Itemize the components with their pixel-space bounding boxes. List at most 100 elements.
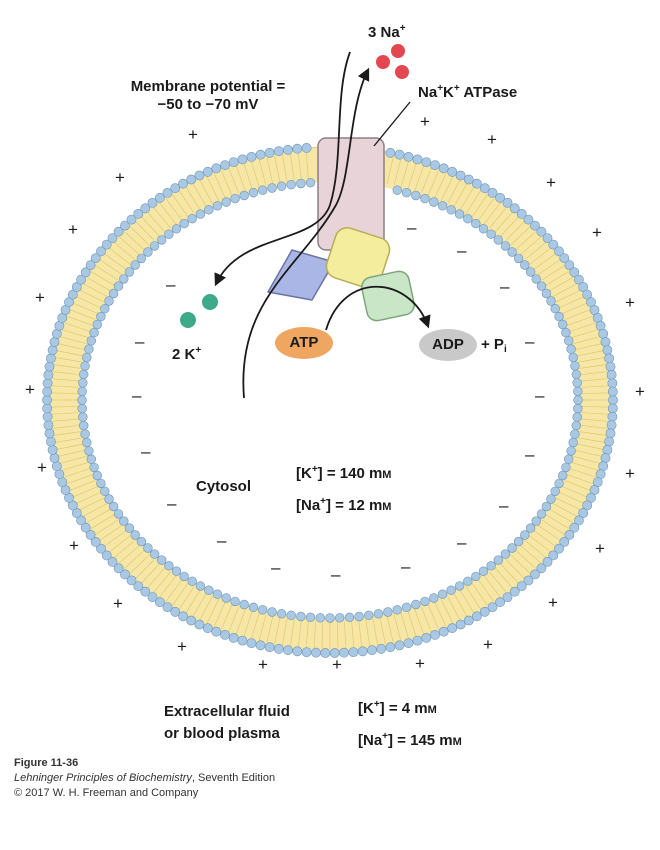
phospholipid-head [403,151,414,162]
phospholipid-head [525,523,536,533]
phospholipid-head [520,260,530,270]
phospholipid-head [178,178,188,189]
phospholipid-head [296,611,306,622]
lipid-tail [72,302,99,314]
phospholipid-head [149,549,160,559]
phospholipid-head [608,395,618,405]
lipid-tail [124,549,145,569]
phospholipid-head [77,386,87,397]
phospholipid-head [92,319,103,330]
phospholipid-head [82,437,92,448]
phospholipid-head [509,203,520,214]
phospholipid-head [554,478,564,489]
phospholipid-head [255,149,266,160]
phospholipid-head [90,537,101,547]
phosphate-text: + P [481,336,504,353]
lipid-tail [243,163,253,190]
positive-charge: + [548,593,558,612]
phospholipid-head [385,147,396,158]
positive-charge: + [37,458,47,477]
atpase-k-charge: + [453,83,460,94]
phospholipid-head [344,612,355,622]
lipid-tail [576,350,604,357]
phospholipid-head [502,197,513,208]
lipid-tail [165,579,183,602]
lipid-tail [83,503,108,517]
lipid-tail [258,614,267,641]
phospholipid-head [237,154,248,165]
phospholipid-head [162,187,173,198]
lipid-tail [421,167,432,194]
phospholipid-head [335,613,345,623]
sodium-ion [376,55,390,69]
lipid-tail [199,179,213,204]
phospholipid-head [557,319,568,330]
lipid-tail [274,155,281,183]
extra-k-unit: M [427,704,437,716]
positive-charge: + [487,130,497,149]
negative-charge: – [167,494,177,513]
phospholipid-head [264,642,275,653]
negative-charge: – [271,558,281,577]
phospholipid-head [301,142,312,153]
phospholipid-head [446,585,456,595]
phospholipid-head [276,609,287,619]
phospholipid-head [554,246,564,257]
lipid-tail [407,610,417,637]
lipid-tail [465,190,482,214]
phospholipid-head [574,274,584,285]
phospholipid-head [602,444,613,455]
phospholipid-head [71,508,82,518]
phospholipid-head [392,185,402,195]
phospholipid-head [493,555,503,565]
phospholipid-head [509,586,520,597]
phospholipid-head [516,581,527,591]
lipid-tail [79,289,105,303]
cytosol-sodium: [Na+] = 12 mM [296,493,391,516]
lipid-tail [400,161,409,188]
phospholipid-head [220,630,230,640]
lipid-tail [274,617,281,645]
cytosol-label: Cytosol [196,478,252,495]
book-edition: , Seventh Edition [191,772,276,784]
lipid-tail [579,431,607,436]
phospholipid-head [541,501,552,512]
cytosol-k-open: [K [296,465,312,482]
lipid-tail [243,610,253,637]
phospholipid-head [447,623,458,634]
phospholipid-head [548,550,559,561]
cytosol-na-open: [Na [296,497,321,514]
phospholipid-head [246,638,257,648]
phospholipid-head [237,635,248,646]
extra-k-open: [K [358,700,374,717]
phospholipid-head [113,563,124,574]
phospholipid-head [107,557,118,567]
lipid-tail [51,392,79,395]
phospholipid-head [495,597,505,608]
phospholipid-head [421,633,432,643]
phospholipid-head [211,626,222,637]
phospholipid-head [568,437,578,448]
lipid-tail [489,571,507,594]
lipid-tail [559,296,584,309]
lipid-tail [414,608,425,635]
phospholipid-head [96,311,106,322]
lipid-tail [386,616,394,643]
phospholipid-head [582,500,593,511]
phospholipid-head [606,420,617,430]
lipid-tail [471,583,488,606]
lipid-tail [235,608,246,635]
phospholipid-head [574,515,584,526]
phospholipid-head [220,160,230,170]
lipid-tail [86,508,111,523]
lipid-tail [453,183,468,207]
lipid-tail [67,474,93,485]
lipid-tail [515,231,536,251]
lipid-tail [471,194,488,217]
lipid-tail [64,468,91,478]
phospholipid-head [292,646,303,657]
phospholipid-head [113,226,124,237]
lipid-tail [414,165,425,192]
lipid-tail [529,247,552,265]
positive-charge: + [546,173,556,192]
